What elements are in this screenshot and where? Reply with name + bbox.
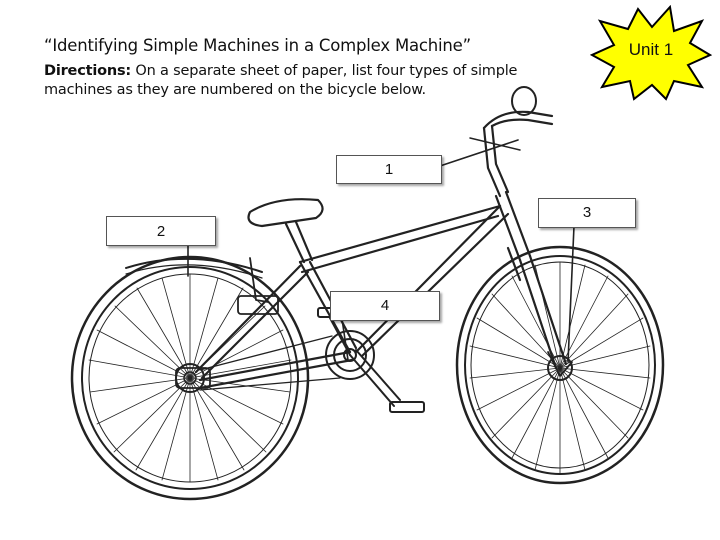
starburst-badge-icon xyxy=(590,5,712,101)
callout-1: 1 xyxy=(336,155,442,184)
bike-frame xyxy=(194,190,568,390)
directions-text: Directions: On a separate sheet of paper… xyxy=(44,62,544,100)
page-title: “Identifying Simple Machines in a Comple… xyxy=(44,36,471,55)
directions-label: Directions: xyxy=(44,63,132,79)
front-wheel xyxy=(455,245,665,485)
crank-and-chainring xyxy=(199,307,425,413)
unit-badge-label: Unit 1 xyxy=(628,40,674,59)
rear-wheel xyxy=(70,255,310,501)
callout-4: 4 xyxy=(330,291,440,321)
brake-parts xyxy=(175,257,573,389)
bike-seat xyxy=(247,198,324,264)
handlebar xyxy=(469,86,554,198)
callout-leader-lines xyxy=(187,139,575,363)
callout-2: 2 xyxy=(106,216,216,246)
directions-body: On a separate sheet of paper, list four … xyxy=(44,63,518,98)
callout-3: 3 xyxy=(538,198,636,228)
